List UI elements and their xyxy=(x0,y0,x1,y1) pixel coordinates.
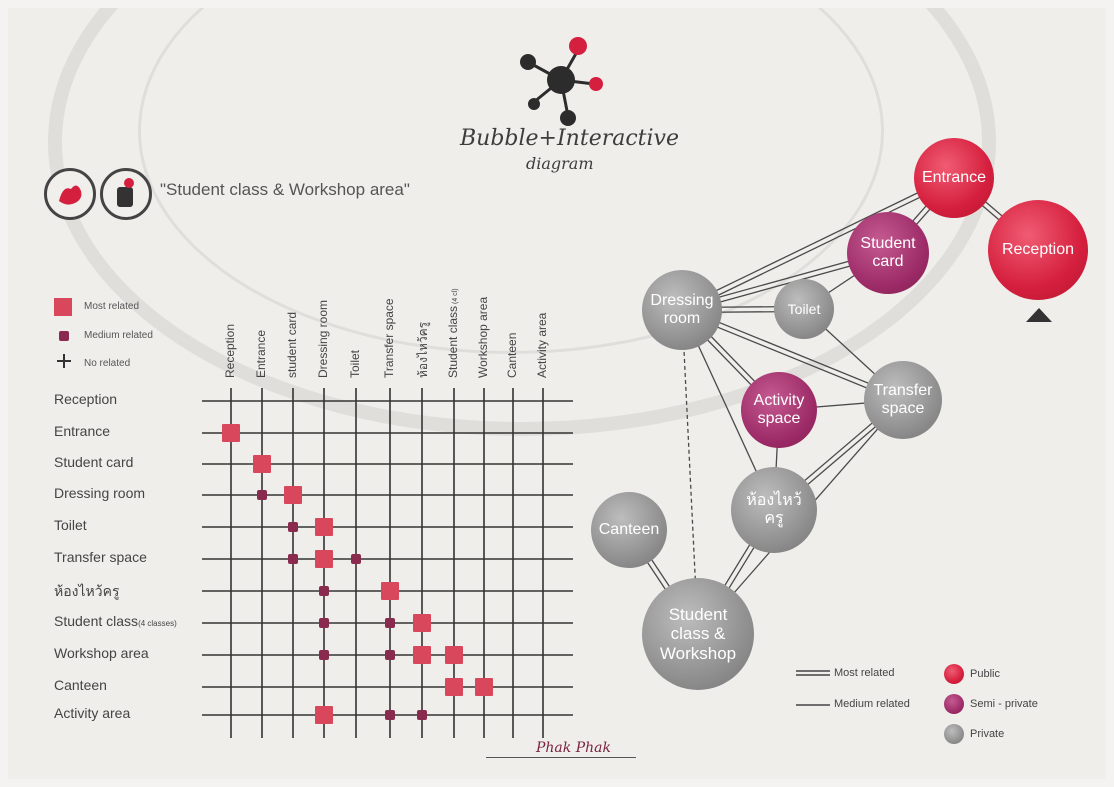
bubble-label: Activity space xyxy=(746,392,811,429)
diagram-sheet: Bubble+Interactive diagram "Student clas… xyxy=(8,8,1106,779)
signature-underline xyxy=(486,757,636,758)
bubble-student-card: Student card xyxy=(847,212,929,294)
medium-related-line-icon xyxy=(796,702,830,708)
semi-private-zone-dot-icon xyxy=(944,694,964,714)
bubble-label: Canteen xyxy=(599,521,660,539)
bubble-label: Student card xyxy=(853,235,924,272)
most-related-line-icon xyxy=(796,668,830,678)
bubble-label: Dressing room xyxy=(648,292,717,329)
legend-public: Public xyxy=(970,668,1000,680)
bubble-label: Toilet xyxy=(788,301,821,317)
north-arrow-icon xyxy=(1024,306,1054,324)
bubble-label: Student class & Workshop xyxy=(650,605,746,664)
public-zone-dot-icon xyxy=(944,664,964,684)
legend-line-medium: Medium related xyxy=(834,698,910,710)
bubble-label: Transfer space xyxy=(869,382,936,419)
legend-line-most: Most related xyxy=(834,667,895,679)
bubble-canteen: Canteen xyxy=(591,492,667,568)
bubble-label: Entrance xyxy=(922,169,986,187)
legend-private: Private xyxy=(970,728,1004,740)
bubble-reception: Reception xyxy=(988,200,1088,300)
bubble-label: ห้องไหว้ครู xyxy=(737,492,811,529)
bubble-transfer: Transfer space xyxy=(864,361,942,439)
signature: Phak Phak xyxy=(536,740,611,756)
private-zone-dot-icon xyxy=(944,724,964,744)
bubble-toilet: Toilet xyxy=(774,279,834,339)
bubble-label: Reception xyxy=(1002,241,1074,259)
bubble-dressing: Dressing room xyxy=(642,270,722,350)
bubble-activity: Activity space xyxy=(741,372,817,448)
bubble-waikru: ห้องไหว้ครู xyxy=(731,467,817,553)
bubble-entrance: Entrance xyxy=(914,138,994,218)
bubble-student-class: Student class & Workshop xyxy=(642,578,754,690)
legend-semi-private: Semi - private xyxy=(970,698,1038,710)
